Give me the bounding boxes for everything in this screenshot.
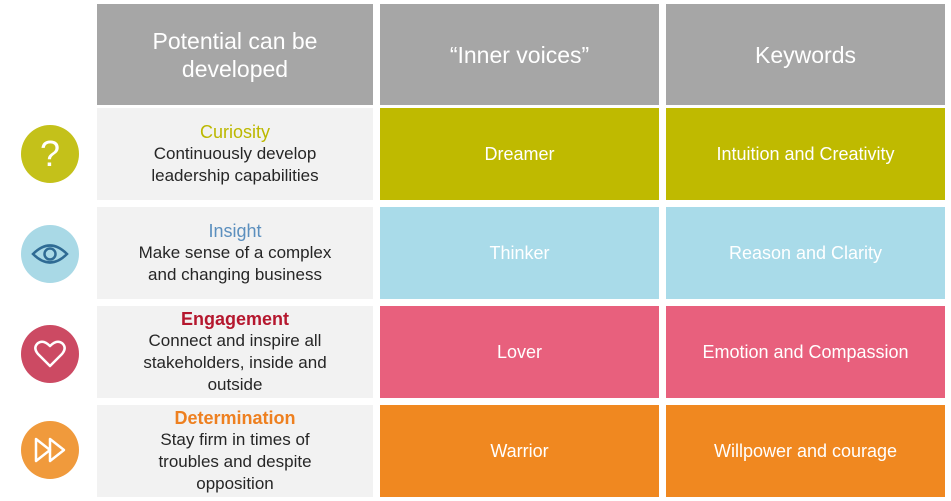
row-curiosity-description: Continuously develop leadership capabili…: [151, 144, 319, 185]
row-insight-voice-label: Thinker: [489, 242, 550, 263]
row-determination-title: Determination: [174, 408, 296, 428]
question-mark-icon: ?: [21, 125, 79, 183]
header-inner-voices: “Inner voices”: [380, 4, 659, 105]
header-potential: Potential can be developed: [97, 4, 373, 105]
row-insight-voice: Thinker: [380, 207, 659, 299]
fast-forward-icon: [21, 421, 79, 479]
row-curiosity-keywords: Intuition and Creativity: [666, 108, 945, 200]
row-engagement-keywords-label: Emotion and Compassion: [702, 341, 909, 362]
header-potential-label: Potential can be developed: [152, 27, 318, 82]
heart-icon: [21, 325, 79, 383]
row-curiosity-voice: Dreamer: [380, 108, 659, 200]
row-determination-voice: Warrior: [380, 405, 659, 497]
row-insight-title: Insight: [208, 221, 262, 241]
row-curiosity-keywords-label: Intuition and Creativity: [716, 143, 895, 164]
header-keywords-label: Keywords: [755, 41, 856, 68]
row-engagement-voice: Lover: [380, 306, 659, 398]
row-determination-keywords: Willpower and courage: [666, 405, 945, 497]
row-determination-description: Stay firm in times of troubles and despi…: [158, 430, 312, 493]
row-curiosity-title: Curiosity: [199, 122, 270, 142]
svg-text:?: ?: [40, 133, 60, 174]
row-engagement-voice-label: Lover: [496, 341, 543, 362]
row-determination-keywords-label: Willpower and courage: [713, 440, 898, 461]
header-keywords: Keywords: [666, 4, 945, 105]
row-engagement-description: Connect and inspire all stakeholders, in…: [143, 331, 327, 394]
row-insight-keywords-label: Reason and Clarity: [728, 242, 883, 263]
row-curiosity-voice-label: Dreamer: [484, 143, 555, 164]
row-engagement-title: Engagement: [180, 309, 290, 329]
row-insight-description: Make sense of a complex and changing bus…: [138, 243, 332, 284]
row-curiosity-label: Curiosity Continuously develop leadershi…: [97, 108, 373, 200]
row-engagement-label: Engagement Connect and inspire all stake…: [97, 306, 373, 398]
header-inner-voices-label: “Inner voices”: [449, 41, 590, 68]
row-determination-label: Determination Stay firm in times of trou…: [97, 405, 373, 497]
row-engagement-keywords: Emotion and Compassion: [666, 306, 945, 398]
row-insight-keywords: Reason and Clarity: [666, 207, 945, 299]
row-insight-label: Insight Make sense of a complex and chan…: [97, 207, 373, 299]
eye-icon: [21, 225, 79, 283]
row-determination-voice-label: Warrior: [490, 440, 549, 461]
